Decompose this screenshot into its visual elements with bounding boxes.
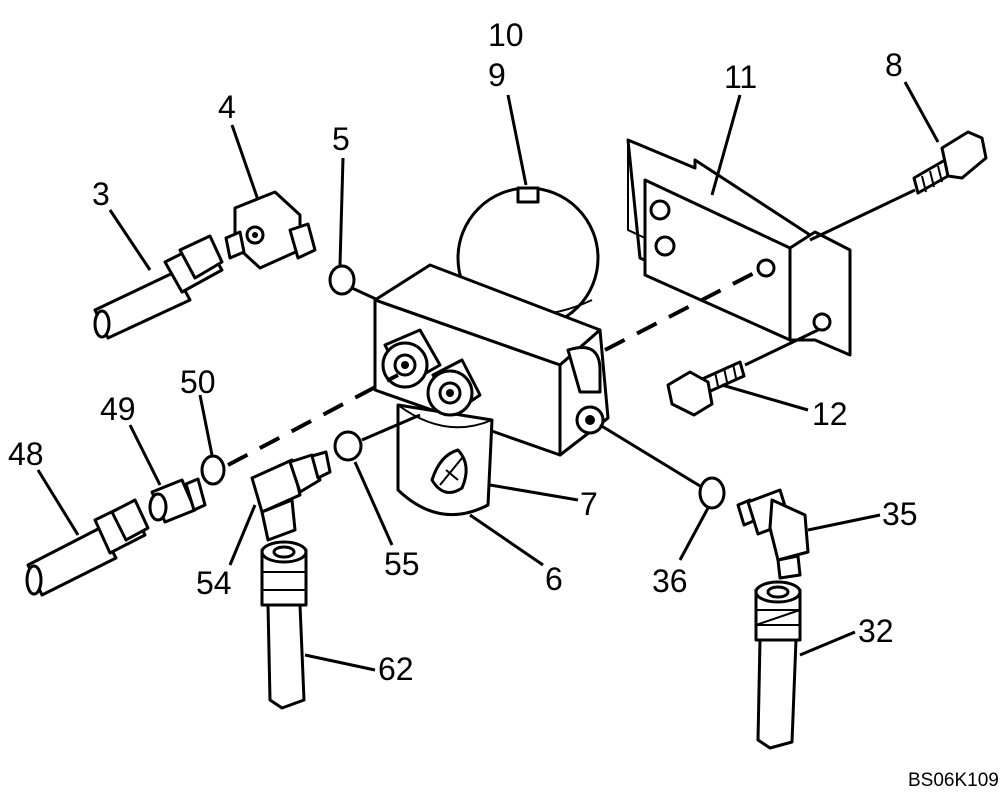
callout-5: 5 [332,121,350,157]
hose-32 [754,580,802,750]
axis-o-ring-55 [361,413,421,442]
hose-62 [260,540,308,710]
axis-bolt-12 [744,328,819,367]
centerline-bracket [604,268,761,352]
fitting-48 [25,498,150,597]
callout-labels: 10 9 11 8 4 5 3 50 49 48 12 7 35 55 54 6… [8,17,918,687]
callout-32: 32 [858,613,894,649]
bolt-12 [666,360,746,417]
bolt-8 [912,130,988,195]
elbow-54 [250,450,332,542]
callout-4: 4 [218,89,236,125]
callout-6: 6 [545,561,563,597]
block-ports [381,328,482,417]
callout-48: 48 [8,436,44,472]
callout-50: 50 [180,364,216,400]
mounting-bracket [626,138,852,357]
o-ring-55 [333,430,363,462]
fitting-3 [93,234,224,340]
callout-62: 62 [378,651,414,687]
callout-49: 49 [100,391,136,427]
callout-36: 36 [652,563,688,599]
callout-7: 7 [580,486,598,522]
callout-54: 54 [196,565,232,601]
fitting-49 [148,477,207,524]
elbow-35 [736,488,810,580]
callout-11: 11 [724,59,757,95]
axis-right-port [599,423,701,488]
callout-35: 35 [882,496,918,532]
leader-lines [36,81,940,672]
callout-10: 10 [488,17,524,53]
callout-8: 8 [885,47,903,83]
fitting-4 [224,190,317,270]
axis-bolt-8 [809,188,916,242]
drawing-reference: BS06K109 [908,770,999,791]
callout-3: 3 [92,176,110,212]
axis-o-ring-5 [351,286,379,302]
filter-bowl [396,403,494,517]
o-ring-50 [200,454,226,486]
o-ring-36 [698,476,726,510]
callout-55: 55 [384,546,420,582]
callout-9: 9 [488,57,506,93]
callout-12: 12 [812,396,848,432]
o-ring-5 [328,264,356,296]
centerline-left [227,373,399,467]
